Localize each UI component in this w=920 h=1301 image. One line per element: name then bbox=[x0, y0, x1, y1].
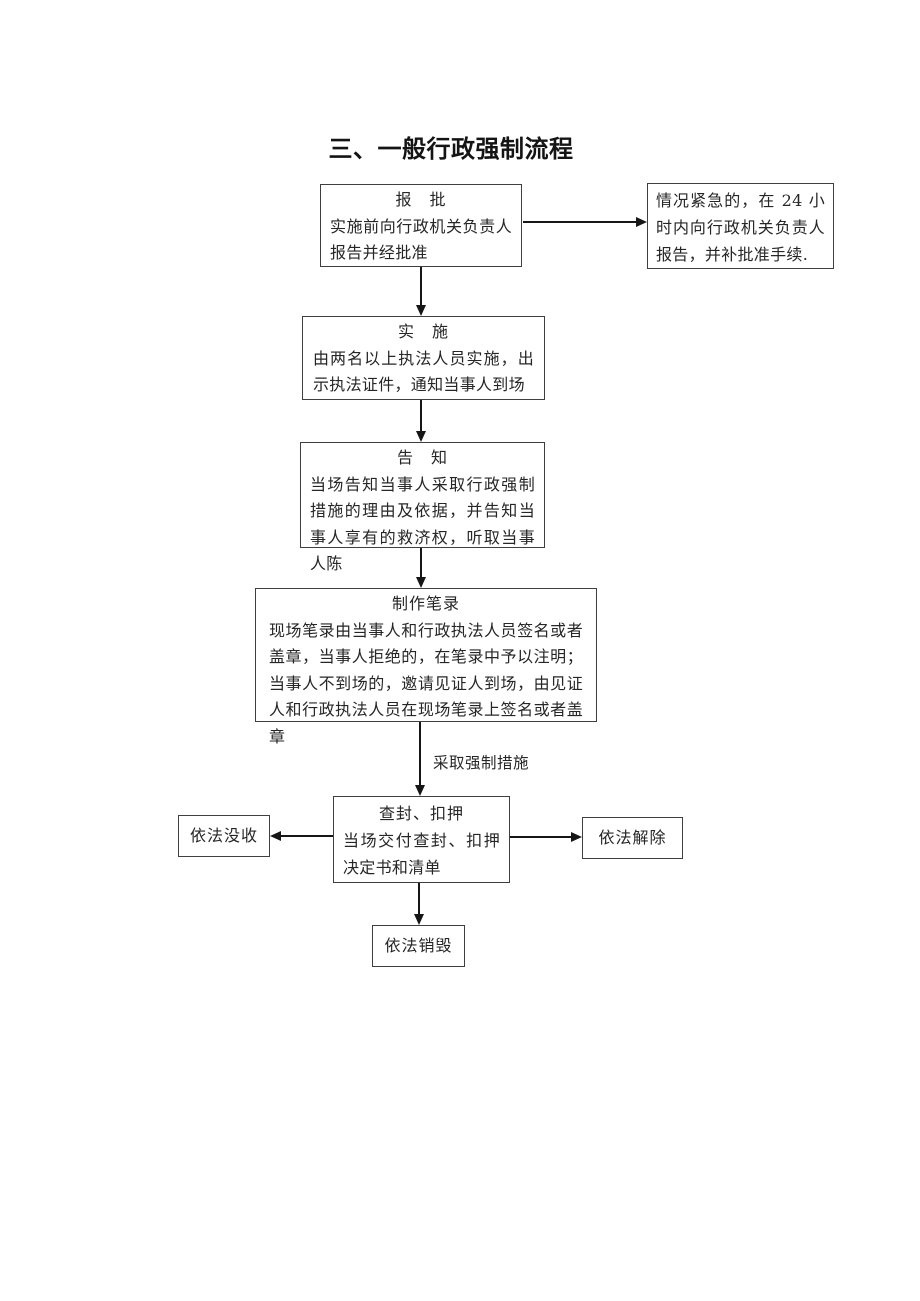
node-report-approval: 报 批 实施前向行政机关负责人报告并经批准 bbox=[320, 184, 522, 267]
node-destroy: 依法销毁 bbox=[372, 925, 465, 967]
arrow-down-icon bbox=[415, 577, 426, 588]
node-release: 依法解除 bbox=[582, 817, 683, 859]
node-make-record: 制作笔录 现场笔录由当事人和行政执法人员签名或者盖章，当事人拒绝的，在笔录中予以… bbox=[255, 588, 597, 746]
connector-implement-to-notify bbox=[420, 400, 422, 432]
connector-report-to-urgent bbox=[523, 221, 639, 223]
node-make-record-header: 制作笔录 bbox=[391, 594, 460, 613]
arrow-down-icon bbox=[415, 305, 426, 316]
node-seal-seize-header: 查封、扣押 bbox=[378, 804, 464, 823]
node-seal-seize-body: 当场交付查封、扣押决定书和清单 bbox=[343, 831, 500, 877]
arrow-down-icon bbox=[413, 914, 424, 925]
connector-seal-to-destroy bbox=[418, 883, 420, 915]
arrow-right-icon bbox=[571, 831, 582, 842]
node-implement: 实 施 由两名以上执法人员实施，出示执法证件，通知当事人到场 bbox=[302, 316, 545, 400]
node-release-label: 依法解除 bbox=[598, 827, 667, 847]
node-notify-header: 告 知 bbox=[396, 448, 448, 467]
connector-report-to-implement bbox=[420, 267, 422, 307]
connector-seal-to-confiscate bbox=[278, 835, 333, 837]
node-make-record-body: 现场笔录由当事人和行政执法人员签名或者盖章，当事人拒绝的，在笔录中予以注明；当事… bbox=[269, 620, 583, 746]
node-confiscate-label: 依法没收 bbox=[189, 825, 258, 845]
arrow-down-icon bbox=[414, 785, 425, 796]
node-seal-seize: 查封、扣押 当场交付查封、扣押决定书和清单 bbox=[333, 796, 510, 883]
connector-record-to-seal bbox=[419, 722, 421, 786]
node-notify-body: 当场告知当事人采取行政强制措施的理由及依据，并告知当事人享有的救济权，听取当事人… bbox=[310, 474, 535, 574]
node-implement-header: 实 施 bbox=[397, 322, 449, 341]
node-report-approval-header: 报 批 bbox=[395, 190, 447, 209]
connector-seal-to-release bbox=[510, 836, 573, 838]
node-notify: 告 知 当场告知当事人采取行政强制措施的理由及依据，并告知当事人享有的救济权，听… bbox=[300, 442, 545, 573]
arrow-right-icon bbox=[636, 216, 647, 227]
page-title: 三、一般行政强制流程 bbox=[328, 135, 574, 163]
connector-notify-to-record bbox=[420, 548, 422, 578]
arrow-left-icon bbox=[270, 830, 281, 841]
node-urgent-report: 情况紧急的，在 24 小时内向行政机关负责人报告，并补批准手续. bbox=[647, 183, 834, 269]
node-confiscate: 依法没收 bbox=[178, 815, 270, 857]
node-report-approval-body: 实施前向行政机关负责人报告并经批准 bbox=[330, 216, 512, 263]
edge-label-enforce-measures: 采取强制措施 bbox=[433, 754, 530, 772]
node-destroy-label: 依法销毁 bbox=[384, 935, 453, 955]
node-urgent-report-body: 情况紧急的，在 24 小时内向行政机关负责人报告，并补批准手续. bbox=[656, 191, 825, 264]
arrow-down-icon bbox=[415, 431, 426, 442]
node-implement-body: 由两名以上执法人员实施，出示执法证件，通知当事人到场 bbox=[313, 348, 534, 395]
